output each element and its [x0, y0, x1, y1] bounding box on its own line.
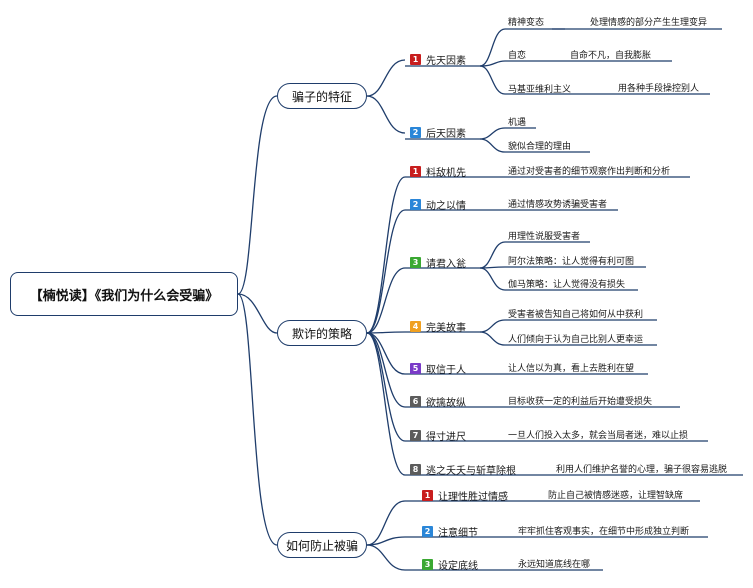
leaf-detail[interactable]: 处理情感的部分产生生理变异: [590, 18, 708, 28]
branch-fraud-strategies[interactable]: 欺诈的策略: [277, 320, 367, 346]
leaf-detail[interactable]: 牢牢抓住客观事实，在细节中形成独立判断: [518, 527, 690, 537]
leaf-psychopathy[interactable]: 精神变态: [508, 18, 545, 28]
leaf-detail[interactable]: 通过情感攻势诱骗受害者: [508, 200, 608, 210]
subtopic-label: 先天因素: [426, 56, 466, 67]
root-title: 【楠悦读】《我们为什么会受骗》: [29, 288, 219, 304]
subtopic-play-hard[interactable]: 6 欲擒故纵: [410, 394, 466, 409]
leaf-machiavellianism[interactable]: 马基亚维利主义: [508, 85, 572, 95]
leaf-detail[interactable]: 永远知道底线在哪: [518, 560, 591, 570]
subtopic-bottom-line[interactable]: 3 设定底线: [422, 557, 478, 572]
leaf-detail[interactable]: 伽马策略：让人觉得没有损失: [508, 280, 626, 290]
subtopic-label: 料敌机先: [426, 168, 466, 179]
leaf-detail[interactable]: 阿尔法策略：让人觉得有利可图: [508, 257, 635, 267]
subtopic-escape[interactable]: 8 逃之夭夭与斩草除根: [410, 462, 516, 477]
subtopic-label: 注意细节: [438, 528, 478, 539]
subtopic-label: 取信于人: [426, 365, 466, 376]
leaf-detail[interactable]: 自命不凡，自我膨胀: [570, 51, 652, 61]
priority-2-icon: 2: [410, 127, 421, 138]
leaf-detail[interactable]: 用各种手段操控别人: [618, 84, 700, 94]
subtopic-label: 动之以情: [426, 201, 466, 212]
branch-label: 欺诈的策略: [291, 326, 352, 341]
leaf-detail[interactable]: 利用人们维护名誉的心理，骗子很容易逃脱: [556, 465, 728, 475]
priority-3-icon: 3: [410, 257, 421, 268]
leaf-plausible-reason[interactable]: 貌似合理的理由: [508, 142, 572, 152]
leaf-detail[interactable]: 通过对受害者的细节观察作出判断和分析: [508, 167, 671, 177]
leaf-detail[interactable]: 受害者被告知自己将如何从中获利: [508, 310, 644, 320]
priority-1-icon: 1: [410, 166, 421, 177]
subtopic-label: 后天因素: [426, 129, 466, 140]
leaf-detail[interactable]: 一旦人们投入太多，就会当局者迷，难以止损: [508, 431, 689, 441]
subtopic-emotion[interactable]: 2 动之以情: [410, 197, 466, 212]
priority-1-icon: 1: [422, 490, 433, 501]
leaf-detail[interactable]: 用理性说服受害者: [508, 232, 581, 242]
priority-6-icon: 6: [410, 396, 421, 407]
branch-fraudster-traits[interactable]: 骗子的特征: [277, 83, 367, 109]
subtopic-gain-trust[interactable]: 5 取信于人: [410, 361, 466, 376]
leaf-narcissism[interactable]: 自恋: [508, 51, 527, 61]
leaf-detail[interactable]: 防止自己被情感迷惑，让理智缺席: [548, 491, 684, 501]
leaf-detail[interactable]: 让人信以为真，看上去胜利在望: [508, 364, 635, 374]
subtopic-label: 逃之夭夭与斩草除根: [426, 466, 516, 477]
subtopic-escalate[interactable]: 7 得寸进尺: [410, 428, 466, 443]
branch-label: 骗子的特征: [291, 89, 352, 104]
subtopic-innate-factors[interactable]: 1 先天因素: [410, 52, 466, 67]
subtopic-anticipate[interactable]: 1 料敌机先: [410, 164, 466, 179]
leaf-detail[interactable]: 人们倾向于认为自己比别人更幸运: [508, 335, 644, 345]
leaf-opportunity[interactable]: 机遇: [508, 118, 527, 128]
priority-2-icon: 2: [410, 199, 421, 210]
subtopic-label: 让理性胜过情感: [438, 492, 508, 503]
priority-8-icon: 8: [410, 464, 421, 475]
subtopic-reason-over-emotion[interactable]: 1 让理性胜过情感: [422, 488, 508, 503]
branch-prevention[interactable]: 如何防止被骗: [277, 532, 367, 558]
subtopic-label: 请君入瓮: [426, 259, 466, 270]
priority-2-icon: 2: [422, 526, 433, 537]
priority-5-icon: 5: [410, 363, 421, 374]
subtopic-details[interactable]: 2 注意细节: [422, 524, 478, 539]
subtopic-perfect-story[interactable]: 4 完美故事: [410, 319, 466, 334]
subtopic-label: 设定底线: [438, 561, 478, 572]
priority-4-icon: 4: [410, 321, 421, 332]
subtopic-label: 完美故事: [426, 323, 466, 334]
subtopic-lure[interactable]: 3 请君入瓮: [410, 255, 466, 270]
leaf-detail[interactable]: 目标收获一定的利益后开始遭受损失: [508, 397, 653, 407]
subtopic-label: 欲擒故纵: [426, 398, 466, 409]
priority-3-icon: 3: [422, 559, 433, 570]
subtopic-acquired-factors[interactable]: 2 后天因素: [410, 125, 466, 140]
subtopic-label: 得寸进尺: [426, 432, 466, 443]
branch-label: 如何防止被骗: [285, 538, 358, 553]
root-topic[interactable]: 【楠悦读】《我们为什么会受骗》: [10, 272, 238, 316]
priority-7-icon: 7: [410, 430, 421, 441]
priority-1-icon: 1: [410, 54, 421, 65]
